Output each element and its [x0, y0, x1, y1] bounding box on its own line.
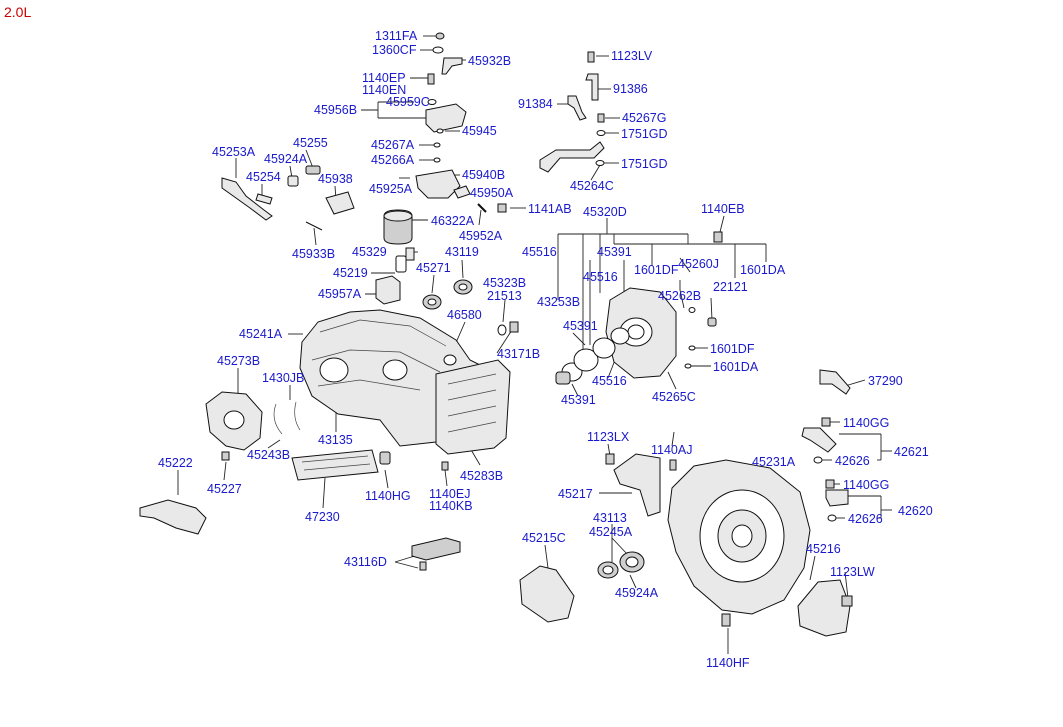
part-label: 1140GG [843, 478, 889, 492]
part-label: 45267A [371, 138, 415, 152]
part-label: 1601DA [740, 263, 786, 277]
part-label: 1140HG [365, 489, 411, 503]
part-label: 46580 [447, 308, 482, 322]
part-label: 45950A [470, 186, 514, 200]
part-label: 43253B [537, 295, 580, 309]
part-label: 42621 [894, 445, 929, 459]
part-label: 45516 [522, 245, 557, 259]
part-label: 45391 [597, 245, 632, 259]
engine-variant-label: 2.0L [4, 4, 31, 20]
part-label: 45516 [583, 270, 618, 284]
part-label: 45227 [207, 482, 242, 496]
part-label: 45262B [658, 289, 701, 303]
part-label: 1140KB [429, 499, 473, 513]
part-label: 45952A [459, 229, 503, 243]
part-label: 1601DA [713, 360, 759, 374]
part-label: 45924A [264, 152, 308, 166]
part-label: 1140AJ [651, 443, 692, 457]
part-label: 1311FA [375, 29, 418, 43]
part-drawings [139, 32, 853, 637]
part-label: 45219 [333, 266, 368, 280]
part-label: 45391 [561, 393, 596, 407]
part-label: 1360CF [372, 43, 417, 57]
part-label: 45215C [522, 531, 566, 545]
part-label: 45264C [570, 179, 614, 193]
part-label: 37290 [868, 374, 903, 388]
part-label: 91384 [518, 97, 553, 111]
part-label: 45391 [563, 319, 598, 333]
part-label: 45265C [652, 390, 696, 404]
part-label: 1430JB [262, 371, 304, 385]
part-label: 43135 [318, 433, 353, 447]
part-label: 45267G [622, 111, 666, 125]
part-label: 1751GD [621, 127, 668, 141]
part-label: 42626 [835, 454, 870, 468]
part-label: 45255 [293, 136, 328, 150]
part-label: 21513 [487, 289, 522, 303]
part-label: 45323B [483, 276, 526, 290]
part-label: 45271 [416, 261, 451, 275]
part-label: 45957A [318, 287, 362, 301]
part-label: 45253A [212, 145, 256, 159]
part-label: 45925A [369, 182, 413, 196]
part-label: 1751GD [621, 157, 668, 171]
part-label: 45217 [558, 487, 593, 501]
part-label: 1123LV [611, 49, 653, 63]
part-label: 91386 [613, 82, 648, 96]
part-label: 1140EP [362, 71, 406, 85]
part-label: 1140EN [362, 83, 406, 97]
part-label: 45283B [460, 469, 503, 483]
part-label: 45933B [292, 247, 335, 261]
part-label: 45260J [678, 257, 719, 271]
part-label: 1140EB [701, 202, 745, 216]
part-label: 45320D [583, 205, 627, 219]
part-label: 45266A [371, 153, 415, 167]
part-label: 45956B [314, 103, 357, 117]
part-label: 1123LW [830, 565, 875, 579]
part-label: 45329 [352, 245, 387, 259]
part-label: 45222 [158, 456, 193, 470]
part-label: 1601DF [634, 263, 679, 277]
part-label: 45245A [589, 525, 633, 539]
part-label: 45231A [752, 455, 796, 469]
part-label: 1601DF [710, 342, 755, 356]
part-label: 47230 [305, 510, 340, 524]
part-label: 1140GG [843, 416, 889, 430]
part-label: 45243B [247, 448, 290, 462]
part-label: 42626 [848, 512, 883, 526]
part-label: 1123LX [587, 430, 630, 444]
part-label: 43113 [593, 511, 627, 525]
part-label: 45959C [386, 95, 430, 109]
part-label: 45216 [806, 542, 841, 556]
part-label: 22121 [713, 280, 748, 294]
part-label: 45945 [462, 124, 497, 138]
part-label: 43119 [445, 245, 479, 259]
part-label: 42620 [898, 504, 933, 518]
part-label: 45938 [318, 172, 353, 186]
part-label: 43116D [344, 555, 387, 569]
part-label: 45932B [468, 54, 511, 68]
part-label: 1140EJ [429, 487, 470, 501]
part-label: 45273B [217, 354, 260, 368]
part-label: 45254 [246, 170, 281, 184]
part-label: 45241A [239, 327, 283, 341]
part-label: 1140HF [706, 656, 750, 670]
part-label: 46322A [431, 214, 475, 228]
part-label: 45516 [592, 374, 627, 388]
part-label: 1141AB [528, 202, 572, 216]
part-number-labels: 1311FA 1360CF 45932B 1140EP 1140EN 45959… [158, 29, 933, 670]
part-label: 45940B [462, 168, 505, 182]
part-label: 45924A [615, 586, 659, 600]
part-label: 43171B [497, 347, 540, 361]
